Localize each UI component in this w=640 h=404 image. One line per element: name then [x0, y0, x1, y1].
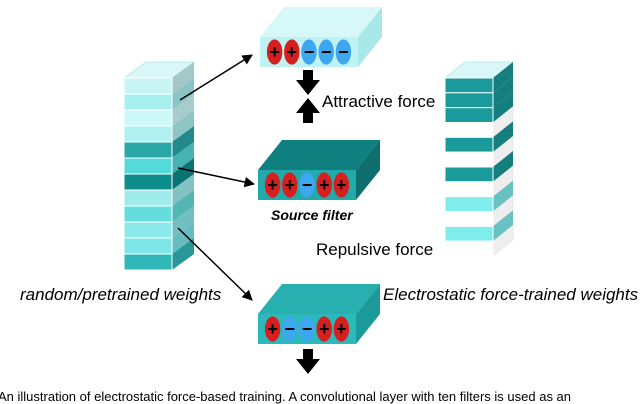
charge-sign: −	[321, 42, 332, 62]
right-stack-layer-side	[493, 151, 513, 182]
charge-sign: +	[285, 175, 296, 195]
left-stack-layer-side	[172, 94, 194, 126]
negative-charge	[301, 39, 317, 65]
right-stack-layer	[444, 225, 494, 242]
filter-side-face	[356, 140, 380, 200]
repulsive-arrow-down	[296, 349, 320, 374]
charge-sign: −	[338, 42, 349, 62]
left-stack-layer-side	[172, 222, 194, 254]
right-stack-layer	[444, 122, 494, 138]
positive-charge	[264, 316, 281, 342]
attractive-arrow-up	[296, 98, 320, 123]
arrow-to-source-filter	[177, 167, 256, 188]
right-stack-layer-side	[493, 121, 513, 153]
positive-charge	[316, 172, 332, 198]
arrow-to-bottom-filter	[177, 227, 253, 301]
right-stack-layer-side	[493, 62, 513, 93]
source-filter: ++−++	[258, 140, 380, 200]
right-stack-layer-side	[493, 180, 513, 212]
negative-charge	[299, 172, 315, 198]
left-stack-layer	[123, 237, 173, 255]
charge-sign: +	[319, 319, 330, 339]
left-stack-layer	[123, 253, 173, 271]
filter-top-face	[260, 7, 382, 37]
left-stack-layer	[123, 77, 173, 95]
right-stack-layer	[444, 211, 494, 227]
source-filter-label: Source filter	[271, 207, 353, 223]
charge-sign: +	[319, 175, 330, 195]
positive-charge	[284, 39, 300, 65]
left-stack-layer-side	[172, 110, 194, 142]
left-stack-layer	[123, 93, 173, 111]
charge-sign: −	[302, 319, 313, 339]
charge-sign: +	[269, 42, 280, 62]
random-weights-stack	[123, 61, 195, 271]
charge-sign: −	[304, 42, 315, 62]
negative-charge	[282, 316, 298, 342]
left-stack-layer-side	[172, 62, 194, 94]
charge-sign: +	[287, 42, 298, 62]
positive-charge	[333, 172, 350, 198]
positive-charge	[266, 39, 283, 65]
right-stack-layer	[444, 151, 494, 168]
arrow-to-top-filter	[179, 54, 253, 101]
left-stack-layer-side	[172, 190, 194, 222]
negative-charge	[318, 39, 334, 65]
charge-sign: +	[336, 175, 347, 195]
filter-side-face	[358, 7, 382, 67]
left-stack-layer-side	[172, 78, 194, 110]
negative-charge	[335, 39, 352, 65]
filter-attracted: ++−−−	[260, 7, 382, 67]
positive-charge	[264, 172, 281, 198]
right-stack-layer	[444, 77, 494, 94]
left-stack-layer-side	[172, 238, 194, 270]
right-stack-layer	[444, 196, 494, 213]
charge-sign: +	[336, 319, 347, 339]
right-stack-layer	[444, 107, 494, 123]
right-stack-layer-side	[493, 210, 513, 242]
left-stack-layer	[123, 109, 173, 127]
filter-repelled: +−−++	[258, 284, 380, 344]
repulsive-force-label: Repulsive force	[316, 240, 434, 259]
left-stack-layer	[123, 205, 173, 223]
positive-charge	[316, 316, 332, 342]
right-stack-layer	[444, 136, 494, 153]
right-stack-layer	[444, 240, 494, 257]
filter-top-face	[258, 284, 380, 314]
attractive-force-label: Attractive force	[322, 92, 436, 111]
left-stack-layer	[123, 125, 173, 143]
charge-sign: −	[302, 175, 313, 195]
attractive-arrow-down	[296, 70, 320, 95]
left-stack-layer	[123, 141, 173, 159]
left-stack-label: random/pretrained weights	[20, 285, 222, 304]
right-stack-layer	[444, 92, 494, 109]
left-stack-layer	[123, 157, 173, 175]
left-stack-layer-side	[172, 126, 194, 158]
charge-sign: +	[267, 319, 278, 339]
charge-sign: −	[285, 319, 296, 339]
left-stack-layer-side	[172, 158, 194, 190]
positive-charge	[282, 172, 298, 198]
positive-charge	[333, 316, 350, 342]
left-stack-layer-side	[172, 142, 194, 174]
right-stack-layer-side	[493, 91, 513, 123]
filter-side-face	[356, 284, 380, 344]
left-stack-layer	[123, 173, 173, 191]
trained-weights-stack	[444, 61, 514, 257]
right-stack-layer-side	[493, 76, 513, 108]
filter-top-face	[258, 140, 380, 170]
right-stack-label: Electrostatic force-trained weights	[383, 285, 639, 304]
right-stack-layer	[444, 166, 494, 183]
negative-charge	[299, 316, 315, 342]
right-stack-layer	[444, 181, 494, 198]
left-stack-layer	[123, 189, 173, 207]
left-stack-layer-side	[172, 206, 194, 238]
charge-sign: +	[267, 175, 278, 195]
left-stack-layer	[123, 221, 173, 239]
figure-caption: An illustration of electrostatic force-b…	[0, 389, 572, 404]
left-stack-layer-side	[172, 174, 194, 206]
